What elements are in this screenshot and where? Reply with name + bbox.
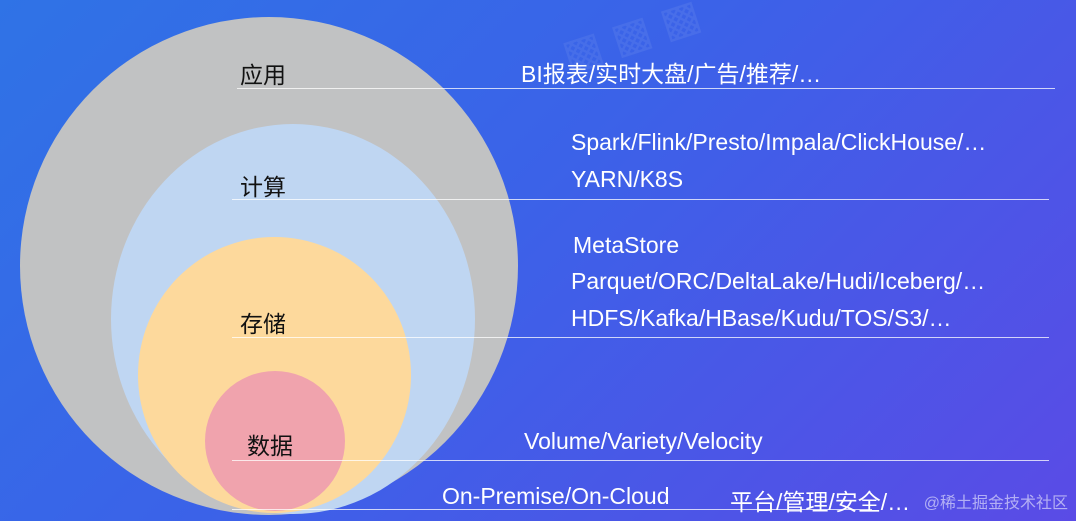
storage-layer-label: 存储 bbox=[240, 311, 286, 337]
storage-metastore: MetaStore bbox=[573, 232, 680, 258]
data-divider bbox=[232, 460, 1049, 461]
application-examples: BI报表/实时大盘/广告/推荐/… bbox=[521, 61, 822, 87]
application-layer-label: 应用 bbox=[240, 62, 286, 88]
compute-engines: Spark/Flink/Presto/Impala/ClickHouse/… bbox=[571, 129, 987, 155]
storage-systems: HDFS/Kafka/HBase/Kudu/TOS/S3/… bbox=[571, 305, 952, 331]
data-layer-label: 数据 bbox=[247, 433, 293, 459]
compute-schedulers: YARN/K8S bbox=[571, 166, 684, 192]
storage-formats: Parquet/ORC/DeltaLake/Hudi/Iceberg/… bbox=[571, 268, 986, 294]
compute-divider bbox=[232, 199, 1049, 200]
deployment-modes: On-Premise/On-Cloud bbox=[442, 483, 670, 509]
application-divider bbox=[237, 88, 1055, 89]
data-layer-circle bbox=[205, 371, 345, 511]
bottom-divider bbox=[232, 509, 872, 510]
source-credit: @稀土掘金技术社区 bbox=[923, 495, 1068, 512]
storage-divider bbox=[232, 337, 1049, 338]
compute-layer-label: 计算 bbox=[240, 174, 286, 200]
data-characteristics: Volume/Variety/Velocity bbox=[524, 428, 763, 454]
platform-management: 平台/管理/安全/… bbox=[730, 489, 911, 515]
